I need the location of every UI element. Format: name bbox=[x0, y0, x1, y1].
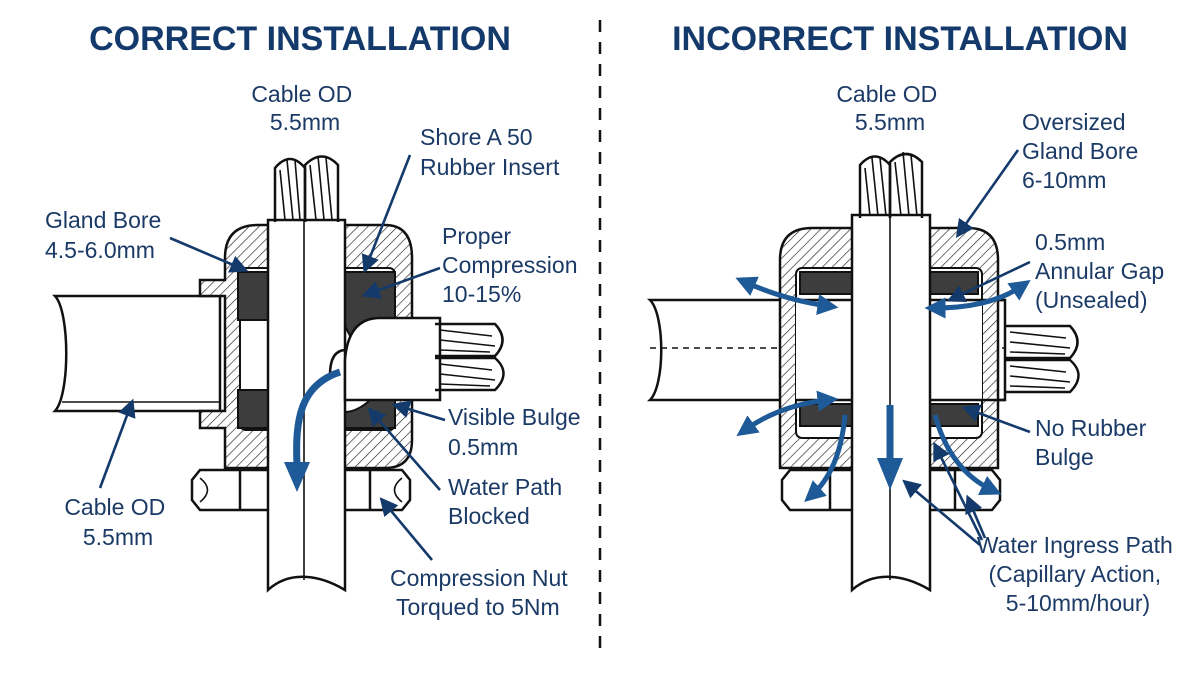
left-label-compression: Proper Compression 10-15% bbox=[442, 223, 584, 307]
left-label-cable-od-bottom: Cable OD 5.5mm bbox=[64, 494, 171, 550]
left-strands-top bbox=[273, 155, 340, 222]
left-label-gland-bore: Gland Bore 4.5-6.0mm bbox=[45, 207, 168, 263]
right-label-water-ingress: Water Ingress Path (Capillary Action, 5-… bbox=[977, 532, 1179, 616]
correct-installation-panel: CORRECT INSTALLATION bbox=[45, 20, 587, 620]
left-label-water-path: Water Path Blocked bbox=[448, 474, 569, 529]
right-strands-right bbox=[1005, 324, 1080, 394]
left-label-cable-od-top: Cable OD 5.5mm bbox=[251, 81, 358, 135]
left-strands-right bbox=[435, 322, 505, 392]
left-label-bulge: Visible Bulge 0.5mm bbox=[448, 404, 587, 460]
right-label-cable-od-top: Cable OD 5.5mm bbox=[836, 81, 943, 135]
right-title: INCORRECT INSTALLATION bbox=[672, 20, 1128, 58]
left-horizontal-cable bbox=[52, 294, 222, 413]
left-water-path-arrowhead bbox=[284, 462, 310, 492]
left-compression-nut bbox=[190, 468, 412, 512]
right-label-oversized-bore: Oversized Gland Bore 6-10mm bbox=[1022, 109, 1145, 193]
right-label-annular-gap: 0.5mm Annular Gap (Unsealed) bbox=[1035, 229, 1171, 313]
left-label-compression-nut: Compression Nut Torqued to 5Nm bbox=[390, 565, 574, 620]
incorrect-installation-panel: INCORRECT INSTALLATION bbox=[646, 20, 1179, 616]
right-leak-arrows bbox=[735, 276, 1031, 502]
right-strands-top bbox=[858, 151, 924, 218]
right-label-no-bulge: No Rubber Bulge bbox=[1035, 415, 1153, 470]
left-label-shore-insert: Shore A 50 Rubber Insert bbox=[420, 124, 560, 180]
right-vertical-cable bbox=[850, 213, 932, 593]
left-title: CORRECT INSTALLATION bbox=[89, 20, 511, 58]
left-bent-cable bbox=[343, 316, 442, 402]
left-water-path-arrow bbox=[293, 368, 342, 466]
